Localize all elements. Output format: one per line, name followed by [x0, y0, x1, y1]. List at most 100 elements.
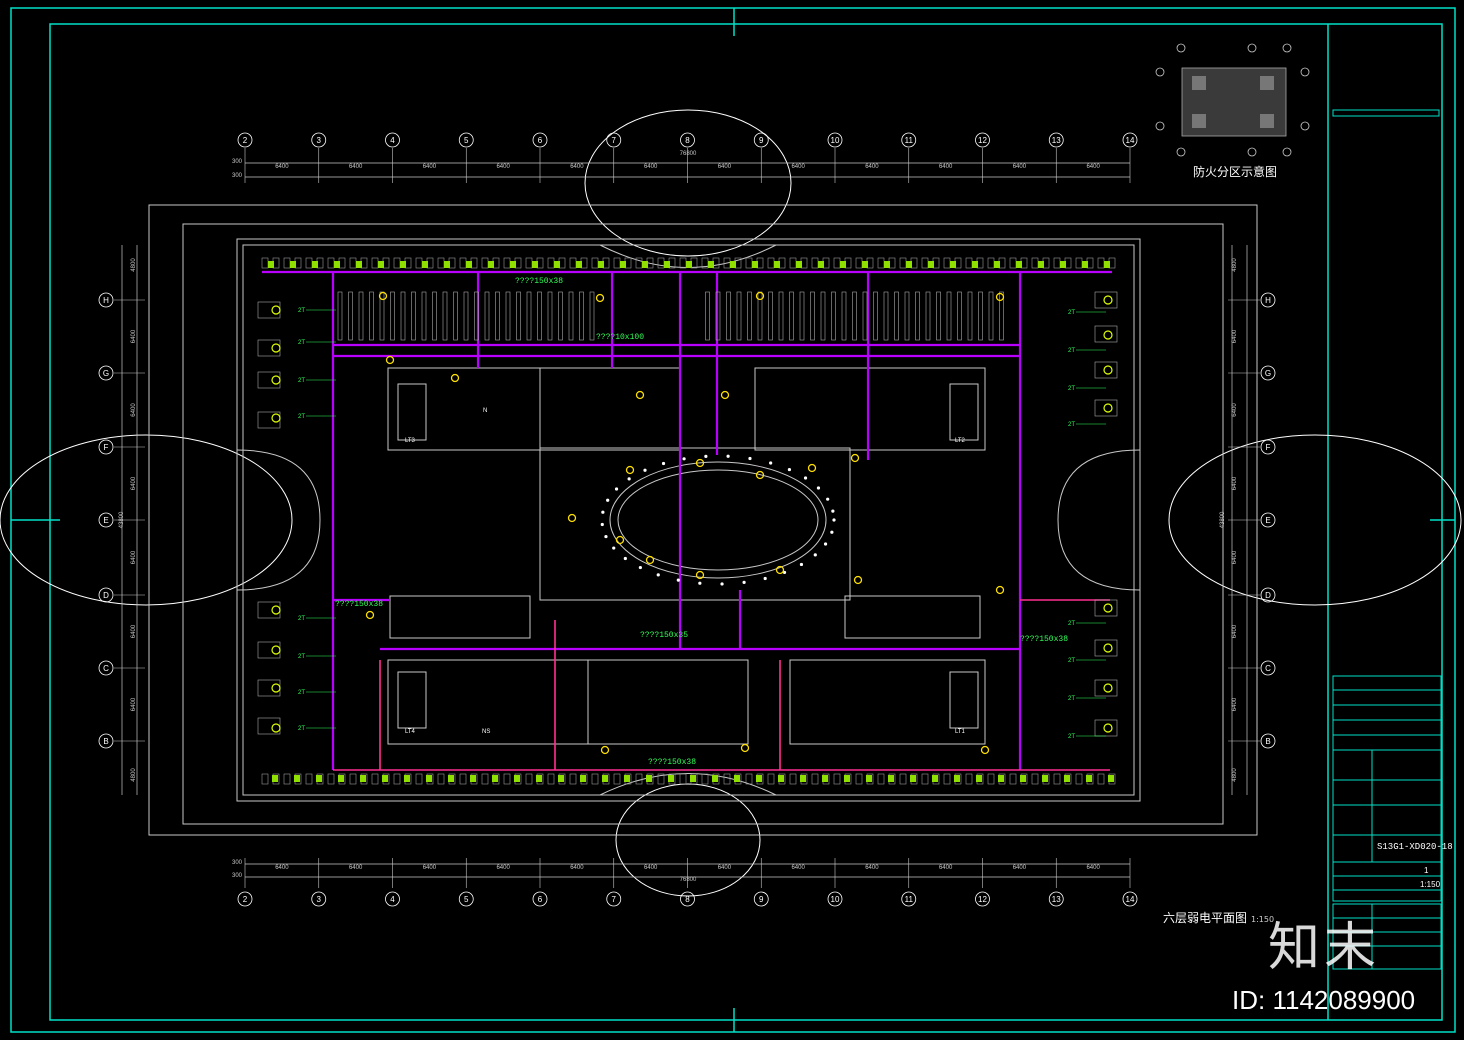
- bay-dimension: 6400: [275, 164, 289, 170]
- window-desk: [657, 773, 665, 785]
- window-desk: [459, 257, 467, 269]
- column-axis-label: 6: [538, 136, 543, 145]
- outlet-box: [668, 775, 674, 782]
- window-desk: [327, 773, 335, 785]
- device-symbol: [625, 465, 635, 475]
- desk-unit: [348, 291, 353, 341]
- outlet-box: [470, 775, 476, 782]
- desk-unit: [453, 291, 458, 341]
- atrium-railing-post: [682, 457, 686, 461]
- outlet-box: [928, 261, 934, 268]
- desk-unit: [925, 291, 931, 341]
- desk-unit: [547, 291, 553, 341]
- column-axis-bubble: 11: [901, 891, 917, 907]
- overall-dimension: 76800: [680, 151, 697, 157]
- outlet-box: [404, 775, 410, 782]
- desk-unit: [442, 291, 448, 341]
- window-desk: [1009, 257, 1017, 269]
- device-symbol: [850, 453, 860, 463]
- device-symbol: [378, 291, 388, 301]
- outlet-annotation: 2T: [1068, 696, 1075, 702]
- outlet-box: [950, 261, 956, 268]
- desk-unit: [537, 291, 542, 341]
- bay-dimension: 6400: [718, 164, 732, 170]
- window-desk: [877, 773, 885, 785]
- atrium-devices: [365, 291, 1005, 755]
- column-axis-label: 14: [1126, 136, 1135, 145]
- device-symbol: [853, 575, 863, 585]
- device-symbol: [995, 292, 1005, 302]
- desk-unit: [568, 291, 574, 341]
- outlet-box: [932, 775, 938, 782]
- window-desk: [305, 257, 313, 269]
- column-axis-label: 13: [1052, 136, 1061, 145]
- window-desk: [393, 257, 401, 269]
- row-axis-bubble: F: [98, 439, 114, 455]
- device-symbol: [615, 535, 625, 545]
- title-block: [1332, 109, 1442, 970]
- column-axis-label: 4: [390, 895, 395, 904]
- desk-unit: [463, 291, 469, 341]
- row-axis-label: F: [104, 443, 109, 452]
- bay-dimension: 6400: [865, 865, 879, 871]
- window-desk: [679, 773, 687, 785]
- column-axis-label: 12: [978, 136, 987, 145]
- row-dimension: 6400: [131, 697, 137, 711]
- data-outlet-symbol: [271, 413, 281, 423]
- window-desk: [855, 257, 863, 269]
- desk-unit: [726, 291, 731, 341]
- outlet-box: [1104, 261, 1110, 268]
- column-axis-bubble: 9: [753, 132, 769, 148]
- window-desk: [635, 773, 643, 785]
- atrium-railing-post: [600, 522, 604, 527]
- column-axis-bubble: 14: [1122, 132, 1138, 148]
- column-axis-label: 2: [243, 136, 248, 145]
- outlet-box: [712, 775, 718, 782]
- column-axis-bubble: 11: [901, 132, 917, 148]
- drawing-frame: [10, 7, 1456, 1033]
- outlet-box: [338, 775, 344, 782]
- atrium-railing-post: [623, 556, 627, 561]
- column-axis-bubble: 8: [680, 132, 695, 148]
- desk-unit: [337, 291, 343, 341]
- outlet-annotation: 2T: [1068, 621, 1075, 627]
- atrium-railing-post: [830, 530, 834, 534]
- outlet-box: [510, 261, 516, 268]
- data-outlet-symbol: [271, 683, 281, 693]
- desk-cluster: [1094, 361, 1118, 379]
- desk-unit: [831, 291, 836, 341]
- window-desk: [437, 257, 445, 269]
- column-axis-bubble: 13: [1048, 891, 1064, 907]
- outlet-box: [294, 775, 300, 782]
- outlet-box: [1064, 775, 1070, 782]
- device-symbol: [645, 555, 655, 565]
- tray-labels: ????150x38 ????150x38 ????150x38 ????150…: [335, 277, 1068, 767]
- outlet-box: [290, 261, 296, 268]
- data-outlet-symbol: [1103, 330, 1113, 340]
- desk-unit: [967, 291, 973, 341]
- row-edge-dimension: 4800: [1232, 768, 1238, 782]
- window-desk: [547, 773, 555, 785]
- tray-label-left: ????150x38: [335, 600, 383, 609]
- desk-unit: [915, 291, 920, 341]
- column-axis-bubble: 9: [753, 891, 769, 907]
- atrium-railing-post: [763, 576, 767, 581]
- outlet-box: [972, 261, 978, 268]
- row-axis-bubble: E: [98, 512, 114, 528]
- row-edge-dimension: 4800: [131, 768, 137, 782]
- row-axis-bubble: G: [98, 365, 114, 381]
- window-desk: [745, 773, 753, 785]
- edge-dimension: 300: [232, 159, 243, 165]
- atrium-railing-post: [816, 486, 821, 490]
- data-outlet-symbol: [1103, 723, 1113, 733]
- edge-dimension: 300: [232, 873, 243, 879]
- outlet-box: [1038, 261, 1044, 268]
- row-axis-label: B: [103, 737, 108, 746]
- window-desk: [833, 257, 841, 269]
- outlet-annotation: 2T: [298, 414, 305, 420]
- device-symbol: [980, 745, 990, 755]
- drawing-number: S13G1-XD020-18: [1377, 842, 1453, 852]
- device-symbol: [635, 390, 645, 400]
